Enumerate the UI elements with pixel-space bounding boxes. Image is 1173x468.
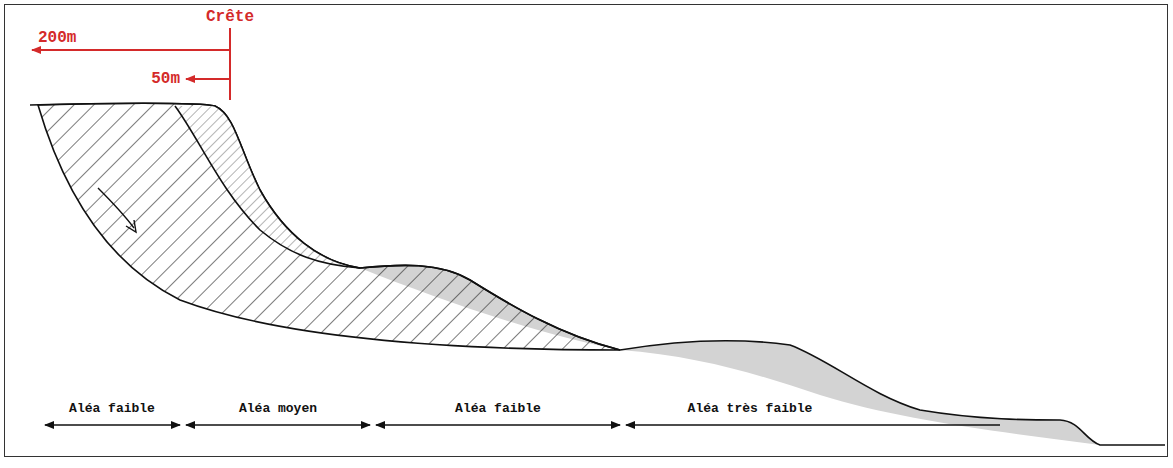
movement-arrow <box>98 188 134 228</box>
ground-profile <box>30 103 1165 445</box>
movement-arrowhead <box>126 220 136 232</box>
deposit <box>620 341 1100 445</box>
distance-arrow <box>32 49 230 51</box>
inner-mass <box>175 106 360 268</box>
distance-label: 50m <box>151 71 180 87</box>
hazard-label: Aléa très faible <box>688 402 813 415</box>
slip-surface <box>175 106 360 268</box>
hazard-label: Aléa faible <box>69 402 155 415</box>
inner-mass-ground <box>175 106 360 268</box>
zone-arrow <box>186 424 370 426</box>
crest-line <box>229 28 231 100</box>
zone-arrow <box>626 424 1000 426</box>
hazard-label: Aléa moyen <box>239 402 317 415</box>
zone-arrow <box>45 424 180 426</box>
hazard-label: Aléa faible <box>455 402 541 415</box>
frame <box>5 5 1168 457</box>
crest-label: Crête <box>206 9 254 25</box>
slide-mass <box>38 103 620 350</box>
zone-arrow <box>376 424 620 426</box>
distance-arrow <box>186 78 230 80</box>
distance-label: 200m <box>38 30 76 46</box>
